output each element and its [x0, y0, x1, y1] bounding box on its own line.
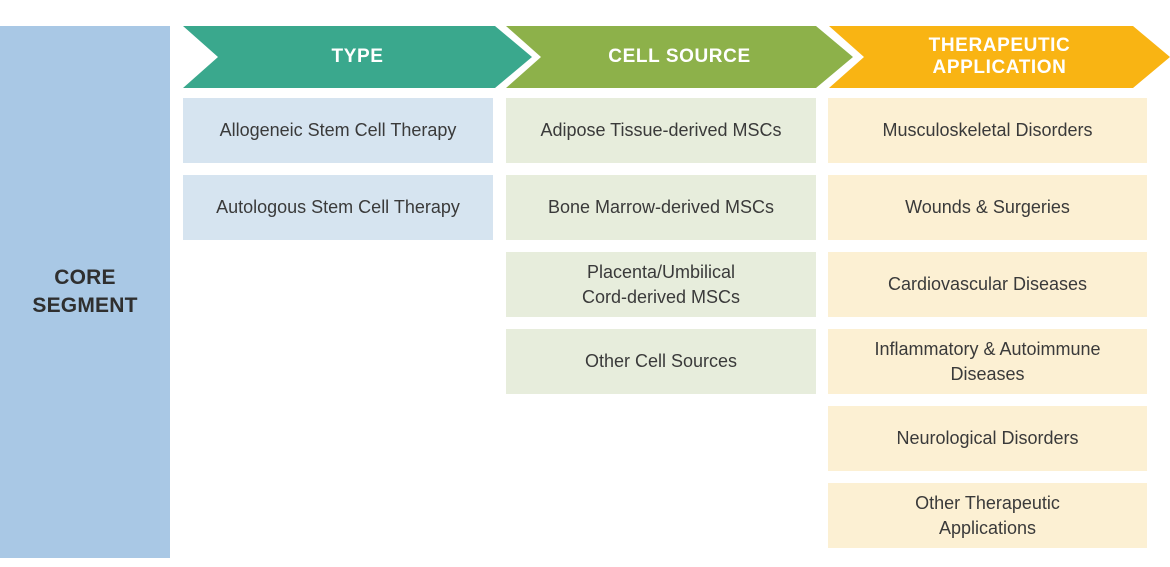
column-type-boxes: Allogeneic Stem Cell Therapy Autologous …	[183, 98, 493, 252]
column-header-type-arrow: TYPE	[183, 26, 532, 88]
segment-box: Cardiovascular Diseases	[828, 252, 1147, 317]
segment-box: Autologous Stem Cell Therapy	[183, 175, 493, 240]
segment-box: Other Therapeutic Applications	[828, 483, 1147, 548]
segment-box: Wounds & Surgeries	[828, 175, 1147, 240]
column-header-cell-source-arrow: CELL SOURCE	[506, 26, 853, 88]
core-segment-panel: CORE SEGMENT	[0, 26, 170, 558]
segment-box: Placenta/Umbilical Cord-derived MSCs	[506, 252, 816, 317]
segment-box: Neurological Disorders	[828, 406, 1147, 471]
segment-box: Musculoskeletal Disorders	[828, 98, 1147, 163]
segment-box: Adipose Tissue-derived MSCs	[506, 98, 816, 163]
segment-box: Other Cell Sources	[506, 329, 816, 394]
column-cell-source-boxes: Adipose Tissue-derived MSCs Bone Marrow-…	[506, 98, 816, 406]
segment-box: Inflammatory & Autoimmune Diseases	[828, 329, 1147, 394]
segment-box: Allogeneic Stem Cell Therapy	[183, 98, 493, 163]
segment-box: Bone Marrow-derived MSCs	[506, 175, 816, 240]
column-header-therapeutic-application-arrow: THERAPEUTIC APPLICATION	[829, 26, 1170, 88]
column-therapeutic-application-boxes: Musculoskeletal Disorders Wounds & Surge…	[828, 98, 1147, 560]
